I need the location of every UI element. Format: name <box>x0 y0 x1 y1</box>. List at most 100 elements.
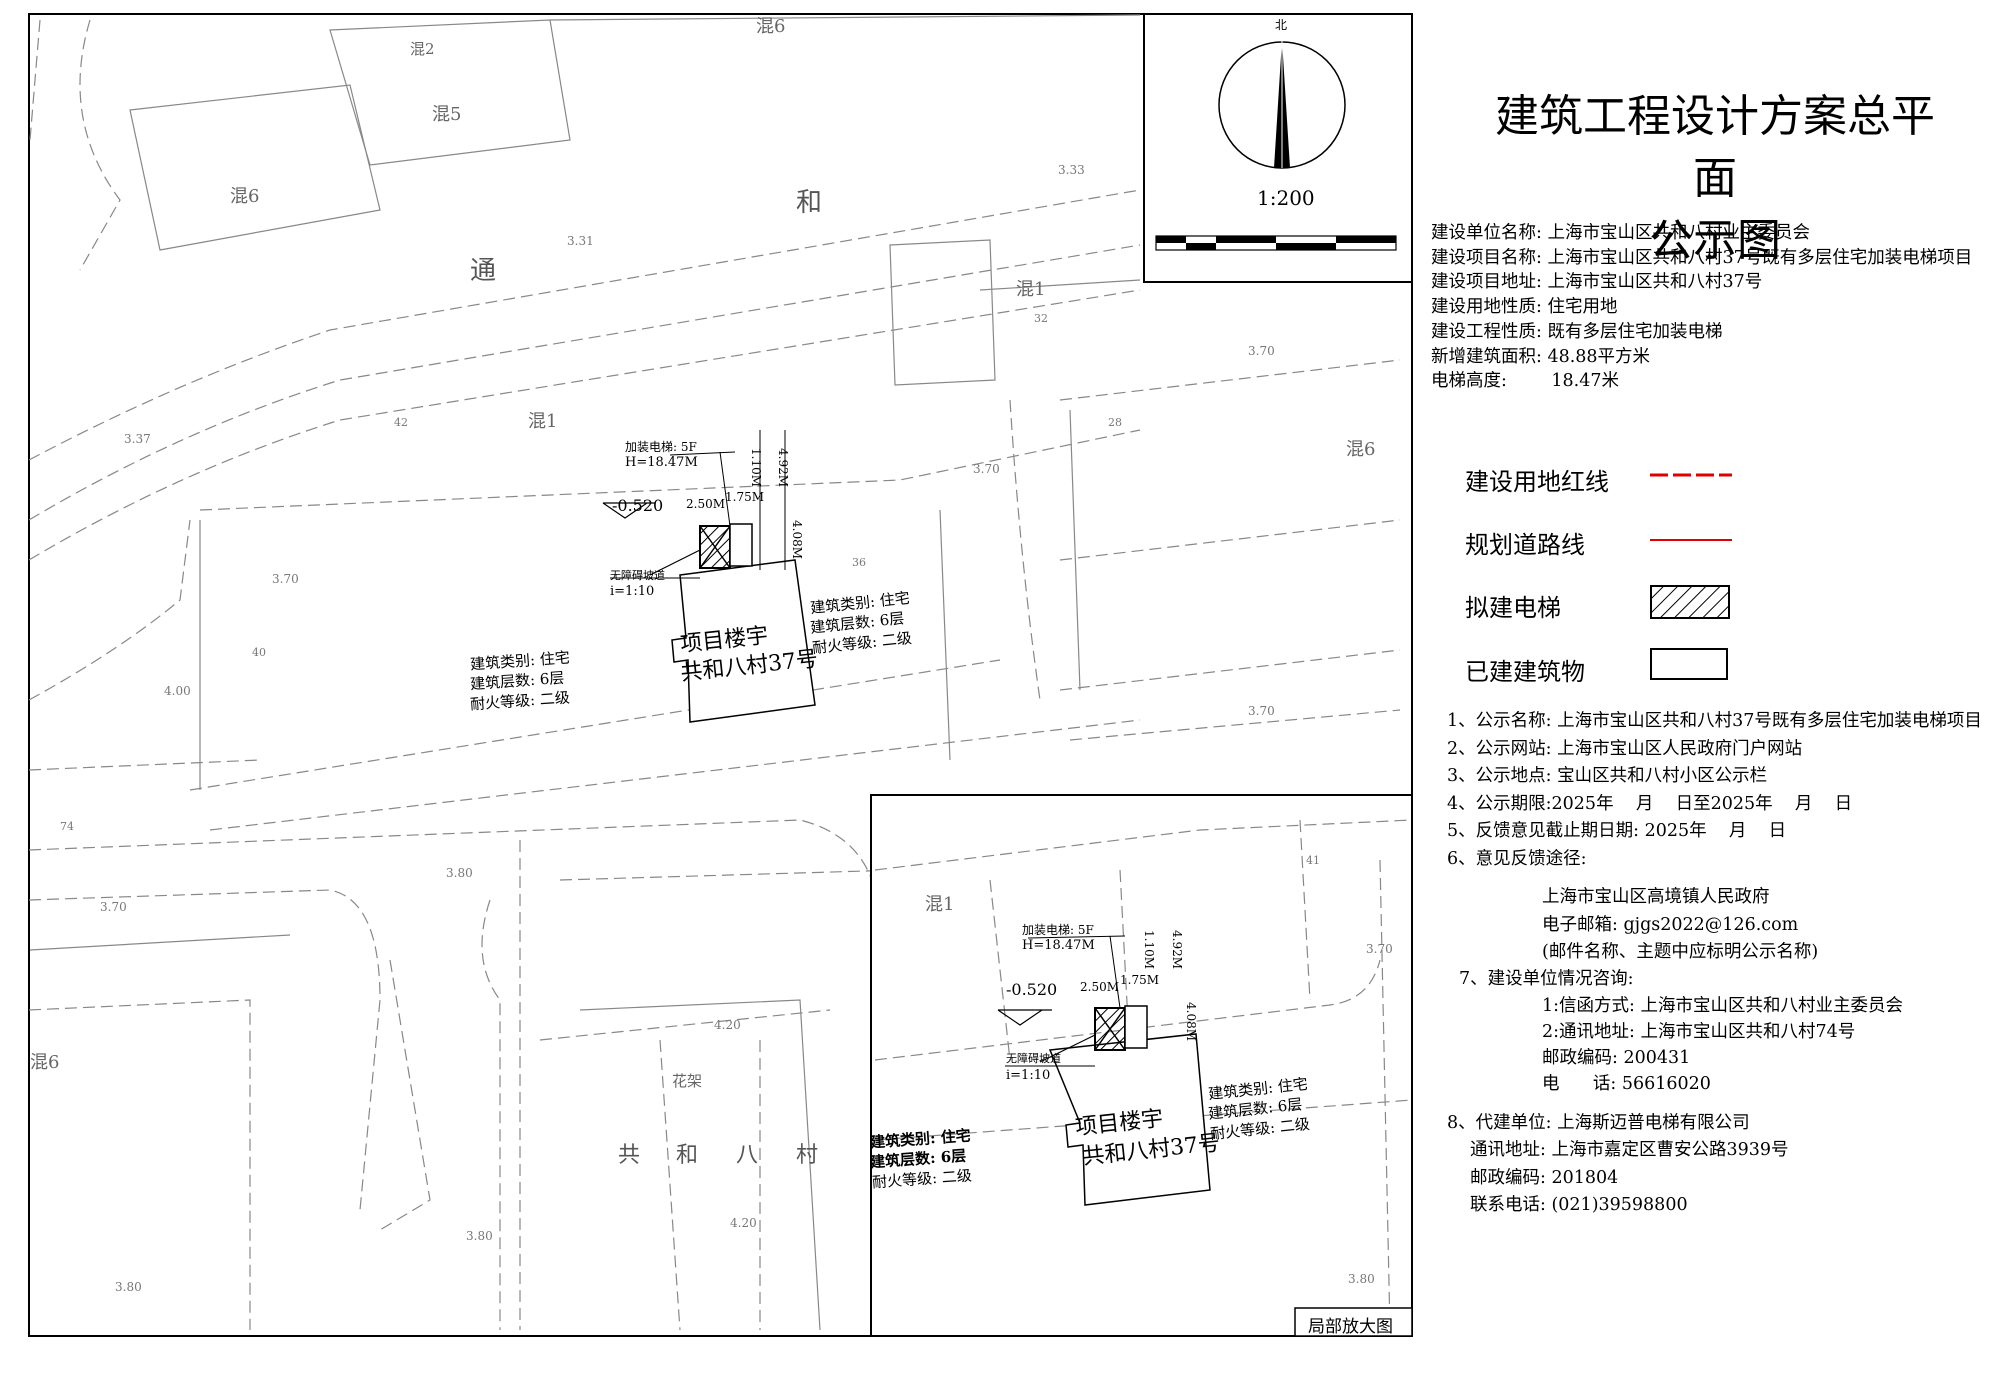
inset-dim-label: 4.92M <box>1170 930 1184 970</box>
page-title: 建筑工程设计方案总平面 公示图 <box>1475 86 1955 272</box>
agent-item: 通讯地址: 上海市嘉定区曹安公路3939号 <box>1470 1140 1789 1160</box>
scale-label: 1:200 <box>1257 186 1315 210</box>
height-annotation: H=18.47M <box>625 455 698 470</box>
info-row: 电梯高度: 18.47米 <box>1431 371 1619 392</box>
feedback-block: 上海市宝山区高境镇人民政府 电子邮箱: gjgs2022@126.com (邮件… <box>1542 884 1818 967</box>
agent-title: 8、代建单位: 上海斯迈普电梯有限公司 <box>1447 1113 1750 1133</box>
inset-ramp-annotation: 无障碍坡道 <box>1006 1052 1061 1065</box>
building-label: 混1 <box>528 411 558 432</box>
building-number: 42 <box>394 416 408 429</box>
building-label: 混2 <box>410 40 435 58</box>
elevation: 3.37 <box>124 432 151 446</box>
slope-annotation: i=1:10 <box>610 584 655 599</box>
agent-item: 联系电话: (021)39598800 <box>1470 1195 1688 1215</box>
building-number: 74 <box>60 820 74 833</box>
building-number: 41 <box>1306 854 1320 867</box>
village-char-2: 和 <box>676 1143 699 1168</box>
consult-block: 1:信函方式: 上海市宝山区共和八村业主委员会 2:通讯地址: 上海市宝山区共和… <box>1542 993 1903 1097</box>
elevation: 3.80 <box>466 1229 493 1243</box>
consult-item: 电 话: 56616020 <box>1542 1074 1711 1094</box>
inset-dim-label: 4.08M <box>1184 1002 1198 1042</box>
building-number: 36 <box>852 556 866 569</box>
building-label: 混1 <box>925 894 955 915</box>
notice-list: 1、公示名称: 上海市宝山区共和八村37号既有多层住宅加装电梯项目 2、公示网站… <box>1447 708 1982 873</box>
legend-red-line-icon <box>1650 539 1732 541</box>
legend-label: 建设用地红线 <box>1465 468 1609 496</box>
building-number: 40 <box>252 646 266 659</box>
legend-box-icon <box>1650 648 1728 680</box>
inset-height-annotation: H=18.47M <box>1022 938 1095 953</box>
elevation: 3.70 <box>1248 704 1275 718</box>
legend-label: 规划道路线 <box>1465 531 1585 559</box>
building-label: 混6 <box>1346 439 1376 460</box>
title-line-2: 公示图 <box>1649 215 1781 266</box>
inset-elevator-annotation: 加装电梯: 5F <box>1022 923 1094 937</box>
flower-rack-label: 花架 <box>672 1072 703 1090</box>
info-row: 建设用地性质: 住宅用地 <box>1431 297 1618 318</box>
building-label: 混6 <box>230 186 260 207</box>
feedback-item: 电子邮箱: gjgs2022@126.com <box>1542 914 1799 935</box>
north-label: 北 <box>1275 18 1288 32</box>
elevation: 3.70 <box>973 462 1000 476</box>
elevation: 3.70 <box>1248 344 1275 358</box>
building-label: 混6 <box>756 16 786 37</box>
dim-label: 1.10M <box>749 448 763 488</box>
info-panel: 建筑工程设计方案总平面 公示图 建设单位名称: 上海市宝山区共和八村业主委员会 … <box>1425 0 2000 1383</box>
map-frame <box>28 13 1413 1337</box>
legend-red-dash-icon <box>1650 473 1732 477</box>
notice-item: 4、公示期限:2025年 月 日至2025年 月 日 <box>1447 793 1853 814</box>
elevation: 3.31 <box>567 234 594 248</box>
inset-dim-label: 2.50M <box>1080 980 1120 994</box>
notice-item: 6、意见反馈途径: <box>1447 848 1587 869</box>
dim-label: 4.08M <box>790 520 804 560</box>
agent-block: 通讯地址: 上海市嘉定区曹安公路3939号 邮政编码: 201804 联系电话:… <box>1470 1137 1789 1220</box>
legend-label: 已建建筑物 <box>1465 658 1585 686</box>
info-row: 新增建筑面积: 48.88平方米 <box>1431 346 1651 367</box>
elevation: 4.20 <box>714 1018 741 1032</box>
legend-label: 拟建电梯 <box>1465 594 1561 622</box>
consult-item: 2:通讯地址: 上海市宝山区共和八村74号 <box>1542 1022 1856 1042</box>
building-number: 32 <box>1034 312 1048 325</box>
dim-label: 4.92M <box>776 448 790 488</box>
title-line-1: 建筑工程设计方案总平面 <box>1495 91 1935 204</box>
elevation: 3.70 <box>272 572 299 586</box>
agent-item: 邮政编码: 201804 <box>1470 1167 1619 1188</box>
notice-item: 3、公示地点: 宝山区共和八村小区公示栏 <box>1447 766 1768 786</box>
inset-slope-annotation: i=1:10 <box>1006 1068 1051 1083</box>
consult-item: 邮政编码: 200431 <box>1542 1048 1691 1068</box>
elevation: 3.70 <box>1366 942 1393 956</box>
road-label-he: 和 <box>796 188 823 218</box>
info-row: 建设单位名称: 上海市宝山区共和八村业主委员会 <box>1431 223 1810 243</box>
ramp-annotation: 无障碍坡道 <box>610 569 665 582</box>
elevation: 4.00 <box>164 684 191 698</box>
consult-title: 7、建设单位情况咨询: <box>1459 969 1634 989</box>
inset-dim-label: 1.75M <box>1120 973 1160 987</box>
notice-item: 1、公示名称: 上海市宝山区共和八村37号既有多层住宅加装电梯项目 <box>1447 711 1982 731</box>
elevation: 4.20 <box>730 1216 757 1230</box>
building-label: 混5 <box>432 104 462 125</box>
building-number: 28 <box>1108 416 1122 429</box>
dim-label: 2.50M <box>686 497 726 511</box>
elevation: 3.80 <box>115 1280 142 1294</box>
zoom-inset <box>870 794 1413 1337</box>
building-label: 混1 <box>1016 279 1046 300</box>
info-row: 建设项目地址: 上海市宝山区共和八村37号 <box>1431 272 1763 293</box>
project-building-main <box>602 430 816 723</box>
building-label: 混6 <box>30 1052 60 1073</box>
info-row: 建设工程性质: 既有多层住宅加装电梯 <box>1431 321 1723 342</box>
inset-level-annotation: -0.520 <box>1006 980 1058 999</box>
info-row: 建设项目名称: 上海市宝山区共和八村37号既有多层住宅加装电梯项目 <box>1431 247 1973 268</box>
feedback-item: (邮件名称、主题中应标明公示名称) <box>1542 942 1819 962</box>
notice-item: 2、公示网站: 上海市宝山区人民政府门户网站 <box>1447 738 1803 759</box>
elevation: 3.80 <box>446 866 473 880</box>
site-plan-map <box>28 13 1413 1337</box>
inset-dim-label: 1.10M <box>1142 930 1156 970</box>
zoom-caption: 局部放大图 <box>1308 1317 1393 1337</box>
elevation: 3.33 <box>1058 163 1085 177</box>
village-char-1: 共 <box>618 1143 641 1168</box>
village-char-3: 八 <box>736 1143 759 1168</box>
legend-hatch-icon <box>1650 585 1730 619</box>
notice-item: 5、反馈意见截止期日期: 2025年 月 日 <box>1447 821 1787 841</box>
consult-item: 1:信函方式: 上海市宝山区共和八村业主委员会 <box>1542 996 1903 1016</box>
dim-label: 1.75M <box>725 490 765 504</box>
